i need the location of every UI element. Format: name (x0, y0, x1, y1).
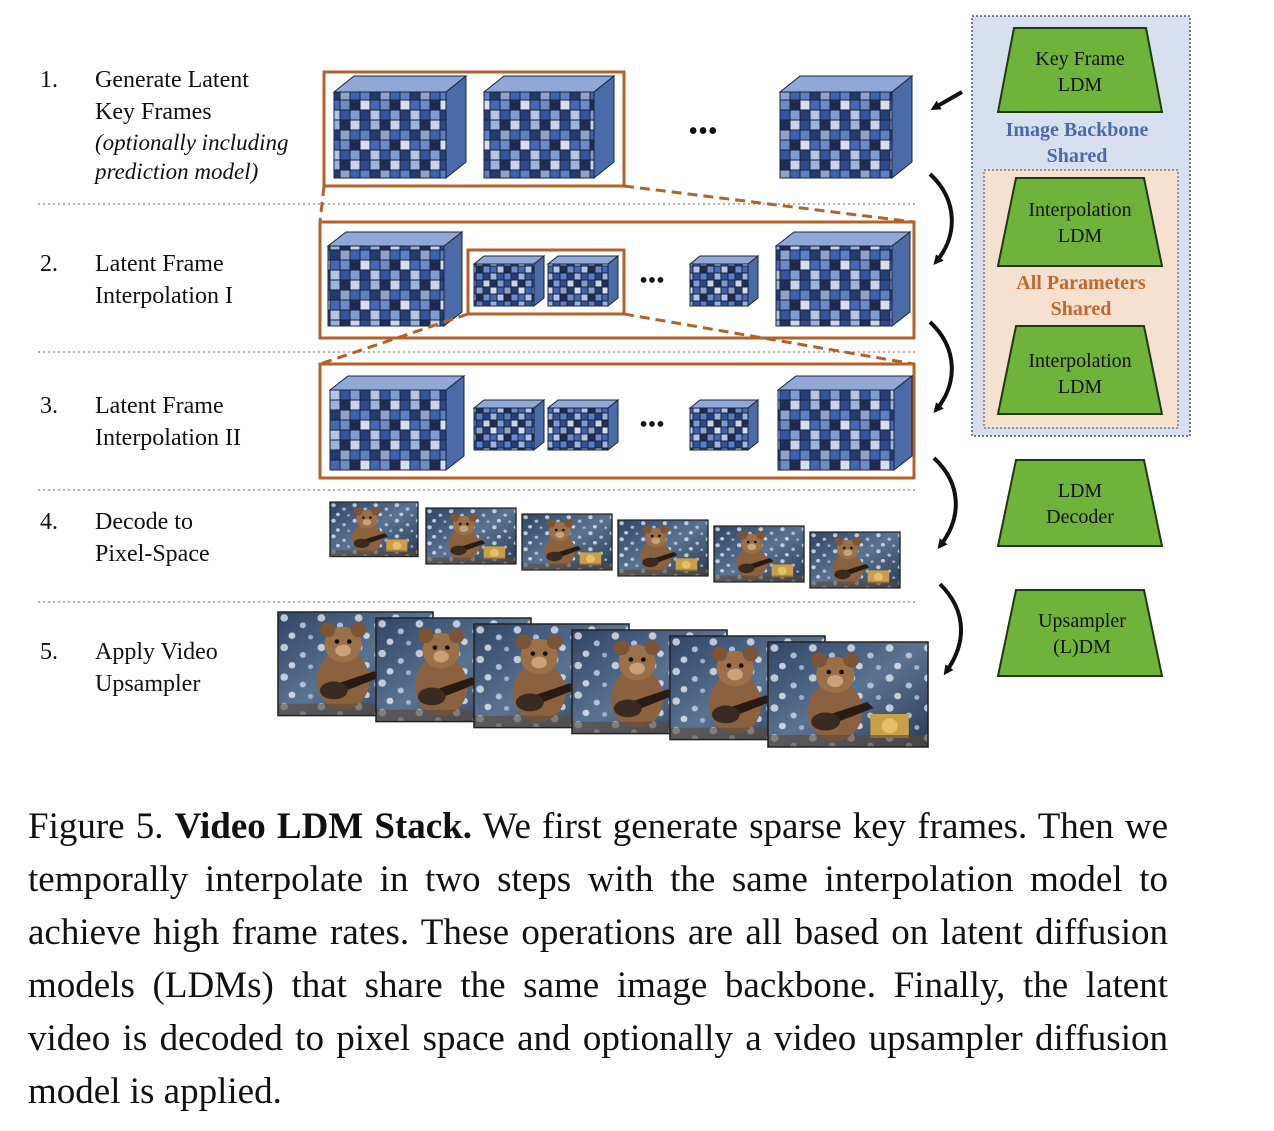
keyframes-box (322, 70, 626, 188)
interpolation-ldm-2-label-line1: Interpolation (1028, 350, 1132, 372)
latent-cube-icon (472, 254, 546, 308)
keyframe-ldm-trapezoid-icon (996, 27, 1164, 113)
caption-title: Video LDM Stack. (174, 806, 473, 847)
decoded-frame (521, 513, 613, 571)
zoom-connector-right-2 (623, 312, 915, 366)
upsampler-label-line2: (L)DM (1053, 636, 1111, 658)
model-shapes (996, 27, 1164, 677)
upsampler-trapezoid-icon (996, 589, 1164, 677)
latent-cube-icon (332, 74, 468, 180)
step-4-number: 4. (40, 509, 58, 535)
step-1-subtitle-line1: (optionally including (95, 130, 289, 155)
ldm-decoder-label-line1: LDM (1057, 480, 1103, 502)
latent-cube-icon (546, 398, 620, 452)
image-backbone-label: Image Backbone Shared (980, 117, 1174, 169)
step-1-title-line1: Generate Latent (95, 67, 249, 93)
interpolation-ldm-2-label: Interpolation LDM (1000, 348, 1160, 400)
latent-cube-icon (774, 230, 912, 328)
step-2-title-line2: Interpolation I (95, 283, 233, 309)
latent-cube-icon (778, 74, 914, 180)
ldm-decoder-label: LDM Decoder (1000, 478, 1160, 530)
all-parameters-label-line1: All Parameters (1016, 272, 1146, 294)
upsampler-label: Upsampler (L)DM (1000, 608, 1164, 660)
latent-cube-icon (688, 398, 760, 452)
decoded-frame (329, 501, 419, 558)
interpolation-ldm-1-label-line2: LDM (1057, 225, 1103, 247)
caption-label: Figure 5. (28, 806, 164, 847)
ellipsis-row1: ••• (688, 116, 717, 147)
all-parameters-label: All Parameters Shared (984, 270, 1178, 322)
curved-arrow-icon (928, 320, 954, 414)
latent-cube-icon (482, 74, 616, 180)
curved-arrow-icon (928, 172, 954, 266)
step-1-subtitle-line2: prediction model) (95, 159, 259, 184)
decoded-frame (809, 531, 901, 589)
inner-interpolation-box (466, 248, 626, 316)
step-4-title-line1: Decode to (95, 509, 193, 535)
image-backbone-label-line2: Shared (1046, 145, 1108, 167)
upsampler-label-line1: Upsampler (1038, 610, 1126, 632)
latent-cube-icon (326, 230, 464, 328)
step-1-title-line2: Key Frames (95, 99, 212, 125)
interpolation-ldm-1-label: Interpolation LDM (1000, 197, 1160, 249)
interpolation-ldm-2-label-line2: LDM (1057, 376, 1103, 398)
decoded-frame (713, 525, 805, 583)
latent-cube-icon (688, 254, 760, 308)
step-1-number: 1. (40, 67, 58, 93)
interpolation-2-box (318, 362, 916, 480)
interpolation-ldm-1-label-line1: Interpolation (1028, 199, 1132, 221)
interpolation-ldm-1-trapezoid-icon (996, 177, 1164, 267)
keyframe-ldm-label-line1: Key Frame (1035, 48, 1125, 70)
decoded-frame (425, 507, 517, 565)
step-2-number: 2. (40, 251, 58, 277)
decoded-frames (329, 501, 901, 589)
step-3-title-line1: Latent Frame (95, 393, 224, 419)
step-5-title-line2: Upsampler (95, 671, 201, 697)
interpolation-1-box (318, 220, 916, 340)
step-5-title-line1: Apply Video (95, 639, 218, 665)
latent-cube-icon (328, 374, 466, 472)
row-separators (38, 203, 918, 603)
figure-diagram: ••• ••• (38, 15, 1191, 748)
ldm-decoder-label-line2: Decoder (1046, 506, 1114, 528)
figure-caption: Figure 5. Video LDM Stack. We first gene… (28, 800, 1168, 1118)
upsampled-frame (767, 641, 929, 748)
zoom-connector-right-1 (623, 184, 915, 224)
latent-cube-icon (472, 398, 546, 452)
step-3-number: 3. (40, 393, 58, 419)
zoom-connector-left-1 (318, 185, 326, 223)
zoom-connector-left-2 (319, 312, 469, 366)
upsampled-frames (277, 611, 929, 748)
curved-arrow-icon (932, 456, 958, 550)
keyframe-ldm-label-line2: LDM (1057, 74, 1103, 96)
decoded-frame (617, 519, 709, 577)
image-backbone-label-line1: Image Backbone (1005, 119, 1149, 141)
all-parameters-label-line2: Shared (1050, 298, 1112, 320)
arrow-to-keyframes-icon (930, 90, 963, 110)
step-5-number: 5. (40, 639, 58, 665)
caption-body: We first generate sparse key frames. The… (28, 806, 1168, 1112)
ldm-decoder-trapezoid-icon (996, 459, 1164, 547)
keyframe-ldm-label: Key Frame LDM (1000, 46, 1160, 98)
latent-cube-icon (546, 254, 620, 308)
ellipsis-row3: ••• (639, 412, 664, 438)
latent-cube-icon (776, 374, 914, 472)
step-2-title-line1: Latent Frame (95, 251, 224, 277)
interpolation-ldm-2-trapezoid-icon (996, 325, 1164, 415)
ellipsis-row2: ••• (639, 268, 664, 294)
flow-arrows (928, 90, 963, 676)
curved-arrow-icon (938, 582, 963, 676)
step-3-title-line2: Interpolation II (95, 425, 241, 451)
step-4-title-line2: Pixel-Space (95, 541, 210, 567)
